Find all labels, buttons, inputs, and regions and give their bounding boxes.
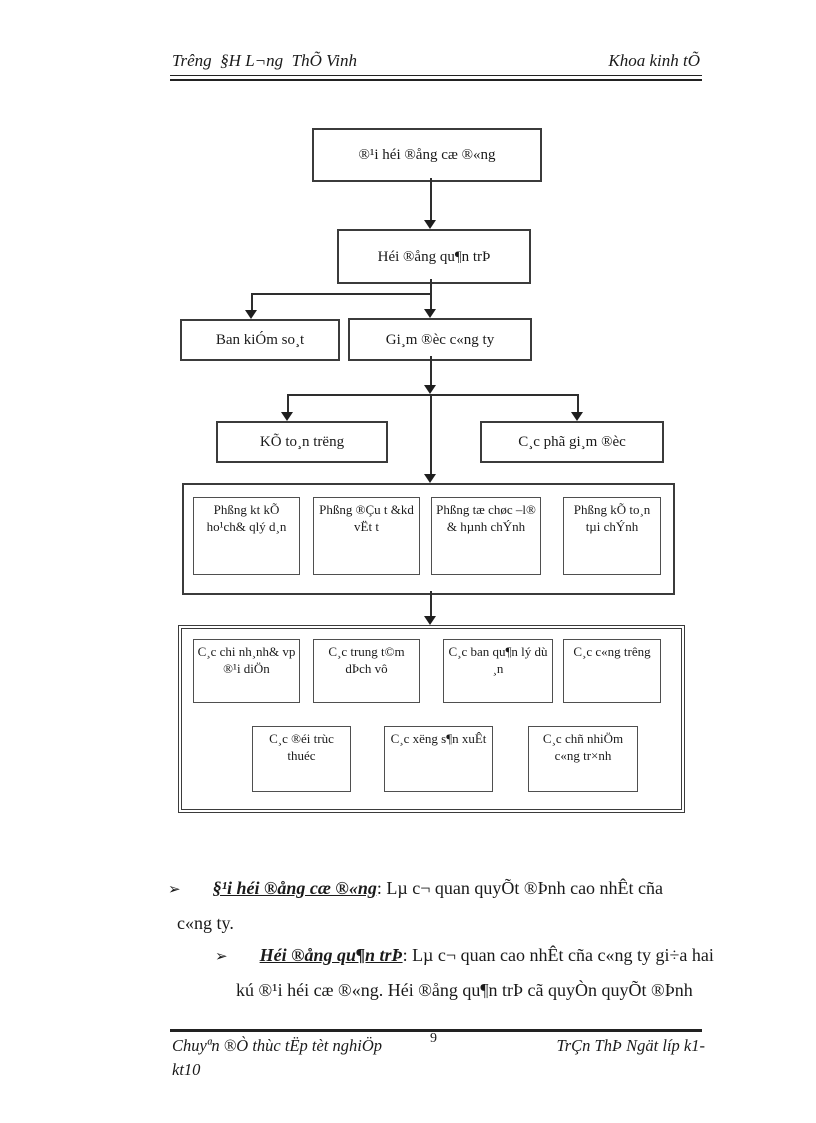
unit-box: C¸c trung t©m dÞch vô	[313, 639, 420, 703]
footer-left-text: Chuyªn ®Ò thùc tËp tèt nghiÖp	[172, 1036, 383, 1055]
department-box: Phßng kt kÕ ho¹ch& qlý d¸n	[193, 497, 300, 575]
connector-line	[430, 178, 432, 222]
paragraph-text: kú ®¹i héi cæ ®«ng. Héi ®ång qu¶n trÞ cã…	[236, 980, 693, 1000]
unit-box: C¸c chñ nhiÖm c«ng tr×nh	[528, 726, 638, 792]
down-arrowhead-icon	[424, 385, 436, 394]
connector-line	[430, 591, 432, 617]
connector-line	[430, 279, 432, 295]
header-right-text: Khoa kinh tÕ	[608, 51, 700, 70]
header-left-text: Trêng §H L¬ng ThÕ Vinh	[172, 51, 357, 70]
box-supervisory-board: Ban kiÓm so¸t	[180, 319, 340, 361]
down-arrowhead-icon	[281, 412, 293, 421]
unit-box: C¸c chi nh¸nh& vp ®¹i diÖn	[193, 639, 300, 703]
department-box: Phßng ®Çu t &kd vËt t	[313, 497, 420, 575]
box-company-director: Gi¸m ®èc c«ng ty	[348, 318, 532, 361]
footer-right-text: TrÇn ThÞ Ngät líp k1-	[556, 1036, 705, 1055]
unit-box: C¸c xëng s¶n xuÊt	[384, 726, 493, 792]
connector-line	[251, 293, 432, 295]
down-arrowhead-icon	[424, 309, 436, 318]
box-chief-accountant: KÕ to¸n trëng	[216, 421, 388, 463]
paragraph-title: §¹i héi ®ång cæ ®«ng	[212, 878, 377, 898]
paragraph-text: : Lµ c¬ quan cao nhÊt cña c«ng ty gi÷a h…	[402, 945, 714, 965]
down-arrowhead-icon	[245, 310, 257, 319]
paragraph-text: c«ng ty.	[177, 913, 234, 933]
footer-rule	[170, 1029, 702, 1032]
box-board-of-directors: Héi ®ång qu¶n trÞ	[337, 229, 531, 284]
connector-line	[430, 356, 432, 386]
connector-line	[287, 394, 579, 396]
departments-group-box: Phßng kt kÕ ho¹ch& qlý d¸n Phßng ®Çu t &…	[182, 483, 675, 595]
department-box: Phßng kÕ to¸n tµi chÝnh	[563, 497, 661, 575]
connector-line	[577, 395, 579, 413]
bullet-arrow-icon: ➢	[215, 949, 228, 965]
footer-continuation-text: kt10	[172, 1060, 201, 1079]
connector-line	[287, 395, 289, 413]
down-arrowhead-icon	[571, 412, 583, 421]
down-arrowhead-icon	[424, 616, 436, 625]
down-arrowhead-icon	[424, 474, 436, 483]
paragraph-title: Héi ®ång qu¶n trÞ	[259, 945, 403, 965]
unit-box: C¸c ®éi trùc thuéc	[252, 726, 351, 792]
page-number: 9	[430, 1031, 437, 1046]
bullet-paragraph: ➢ §¹i héi ®ång cæ ®«ng: Lµ c¬ quan quyÕt …	[168, 872, 692, 940]
header-rule	[170, 75, 702, 81]
department-box: Phßng tæ chøc –l® & hµnh chÝnh	[431, 497, 541, 575]
unit-box: C¸c ban qu¶n lý dù ¸n	[443, 639, 553, 703]
unit-box: C¸c c«ng trêng	[563, 639, 661, 703]
paragraph-text: : Lµ c¬ quan quyÕt ®Þnh cao nhÊt cña	[376, 878, 664, 898]
box-deputy-directors: C¸c phã gi¸m ®èc	[480, 421, 664, 463]
down-arrowhead-icon	[424, 220, 436, 229]
connector-line	[251, 293, 253, 311]
connector-line	[430, 293, 432, 310]
bullet-arrow-icon: ➢	[168, 882, 181, 898]
bullet-paragraph: ➢ Héi ®ång qu¶n trÞ: Lµ c¬ quan cao nhÊt …	[215, 939, 721, 1007]
connector-line	[430, 395, 432, 474]
box-shareholders-meeting: ®¹i héi ®ång cæ ®«ng	[312, 128, 542, 182]
units-group-box: C¸c chi nh¸nh& vp ®¹i diÖn C¸c trung t©m…	[178, 625, 685, 813]
